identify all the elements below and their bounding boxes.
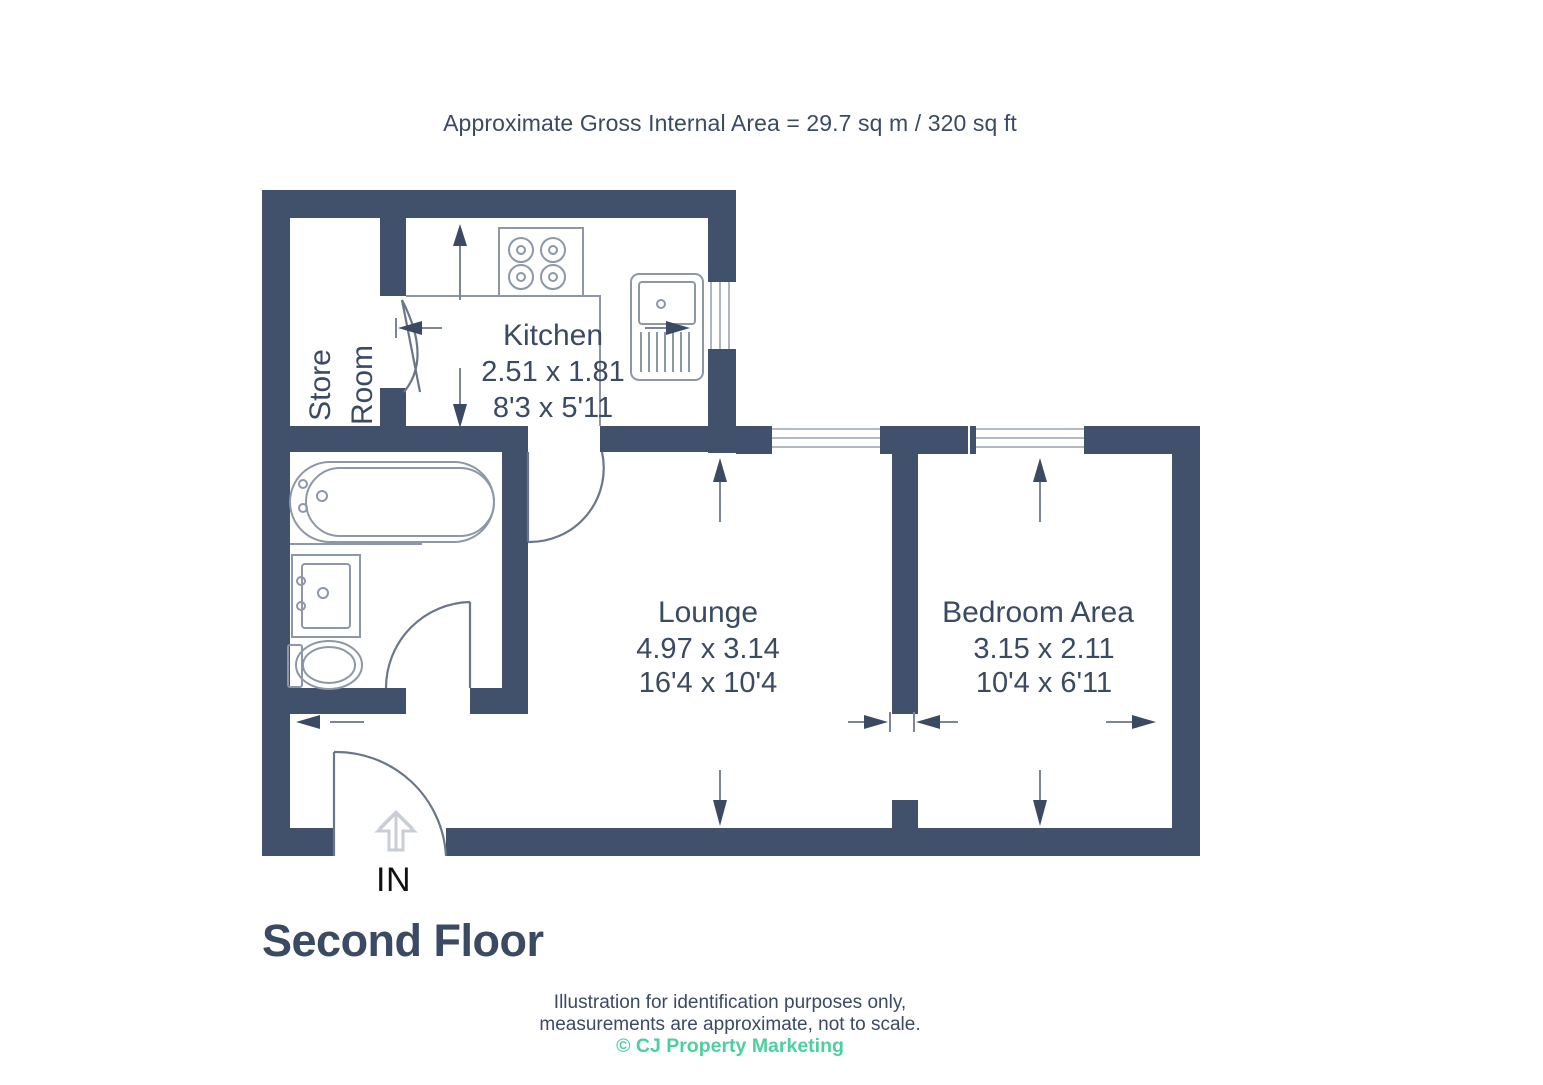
wall-kitchen-door-jamb2 [406, 426, 528, 452]
kitchen-fixtures [406, 227, 704, 426]
room-label-kitchen: Kitchen 2.51 x 1.81 8'3 x 5'11 [481, 319, 625, 424]
kitchen-door-icon [526, 451, 605, 544]
entrance-door-icon [332, 750, 448, 857]
footer-line-2: measurements are approximate, not to sca… [539, 1013, 921, 1035]
wall-store-bottom [262, 426, 406, 452]
walls-group [262, 190, 1200, 856]
gross-internal-area-text: Approximate Gross Internal Area = 29.7 s… [443, 110, 1017, 136]
room-labels: Store Room Kitchen 2.51 x 1.81 8'3 x 5'1… [304, 319, 1134, 699]
wall-bottom-main-seg [446, 828, 1200, 856]
wall-right-outer [1172, 426, 1200, 856]
wall-kitchen-bottom [600, 426, 736, 452]
bathroom-fixtures [287, 461, 495, 690]
window-top-left-icon [766, 426, 886, 454]
wall-bathroom-right [502, 452, 528, 714]
dim-arrow-lounge-left [296, 715, 364, 729]
wall-top-upper [262, 190, 736, 218]
floor-title: Second Floor [262, 915, 544, 966]
toilet-icon [287, 640, 363, 690]
bedroom-name: Bedroom Area [942, 596, 1134, 629]
wall-kitchen-right-upper [708, 190, 736, 276]
dimension-arrows [296, 224, 1156, 826]
kitchen-imperial: 8'3 x 5'11 [493, 392, 613, 424]
dim-arrow-lounge-right [848, 712, 891, 732]
room-label-lounge: Lounge 4.97 x 3.14 16'4 x 10'4 [636, 596, 780, 699]
wall-left-outer [262, 190, 290, 856]
lounge-imperial: 16'4 x 10'4 [639, 667, 777, 699]
wall-store-kitchen-upper [380, 218, 406, 296]
windows-group [708, 276, 1090, 454]
room-label-bedroom-area: Bedroom Area 3.15 x 2.11 10'4 x 6'11 [942, 596, 1134, 699]
dim-arrow-kitchen-down [453, 368, 467, 428]
footer-disclaimer: Illustration for identification purposes… [0, 992, 1460, 1058]
footer-copyright: © CJ Property Marketing [616, 1035, 844, 1057]
bathtub-icon [289, 461, 495, 545]
lounge-name: Lounge [658, 596, 758, 629]
window-top-right-icon [970, 426, 1090, 454]
doors-group [332, 299, 605, 857]
lounge-metric: 4.97 x 3.14 [636, 633, 780, 665]
window-kitchen-right-icon [708, 276, 736, 355]
dim-arrow-lounge-down [713, 770, 727, 826]
kitchen-name: Kitchen [503, 319, 603, 352]
bathroom-door-icon [384, 600, 472, 689]
dim-arrow-bedroom-down [1033, 770, 1047, 826]
in-label: IN [376, 861, 411, 899]
store-door-icon [400, 299, 422, 393]
bedroom-imperial: 10'4 x 6'11 [976, 667, 1112, 699]
in-direction-arrow-icon [374, 810, 418, 852]
dim-arrow-kitchen-up [453, 224, 467, 300]
wall-top-right-pier1 [884, 426, 968, 454]
dim-arrow-kitchen-left [395, 318, 442, 338]
bedroom-metric: 3.15 x 2.11 [973, 633, 1114, 665]
hob-icon [498, 227, 584, 297]
wall-bathroom-bottom [262, 688, 406, 714]
room-label-store-room: Store Room [304, 345, 379, 425]
dim-arrow-bedroom-right [1106, 715, 1156, 729]
store-room-name-line1: Store [304, 349, 337, 421]
wall-bottom-left-seg [262, 828, 334, 856]
dim-arrow-bedroom-left [913, 712, 958, 732]
dim-arrow-bedroom-up [1033, 458, 1047, 522]
dim-arrow-lounge-up [713, 458, 727, 522]
wall-lounge-bedroom-stub [892, 800, 918, 830]
wall-bathroom-bottom-right [470, 688, 528, 714]
sink-icon [630, 273, 704, 381]
dim-arrow-kitchen-right [645, 321, 690, 335]
basin-icon [291, 554, 361, 638]
kitchen-worktop [406, 295, 601, 426]
footer-line-1: Illustration for identification purposes… [553, 992, 907, 1013]
kitchen-metric: 2.51 x 1.81 [481, 356, 625, 388]
wall-lounge-bedroom-divider [892, 454, 918, 714]
store-room-name-line2: Room [346, 345, 379, 425]
